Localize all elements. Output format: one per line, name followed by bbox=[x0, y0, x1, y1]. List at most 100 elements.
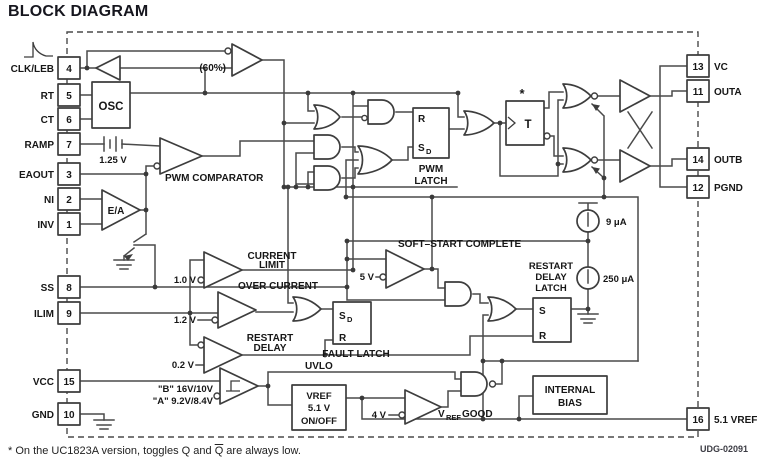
current-limit-label2: LIMIT bbox=[259, 260, 285, 271]
ss-ref-label: 5 V bbox=[360, 272, 375, 283]
ground-symbols bbox=[93, 259, 599, 430]
pin-number: 4 bbox=[66, 64, 72, 75]
or-gate-clock bbox=[313, 104, 341, 130]
pin-ilim: 9 ILIM bbox=[34, 301, 81, 325]
pin-number: 13 bbox=[692, 62, 704, 73]
pin-number: 12 bbox=[692, 183, 704, 194]
osc-label: OSC bbox=[99, 101, 124, 113]
uvlo-label: UVLO bbox=[305, 361, 333, 372]
current-source-9ua bbox=[576, 209, 600, 233]
pin-number: 6 bbox=[66, 115, 72, 126]
fault-latch-block: S D R FAULT LATCH bbox=[322, 301, 390, 360]
figure-id: UDG-02091 bbox=[700, 444, 748, 454]
error-amp-label: E/A bbox=[108, 206, 125, 217]
toggle-ff-note: * bbox=[519, 86, 525, 101]
pwm-latch-caption2: LATCH bbox=[414, 176, 447, 187]
wires-analog-left bbox=[79, 143, 348, 288]
discharge-current-label: 250 μA bbox=[603, 274, 634, 285]
pin-label: 5.1 VREF bbox=[714, 415, 757, 426]
pin-clk-leb: 4 CLK/LEB bbox=[11, 56, 81, 80]
nand-gate-vref-ok bbox=[460, 371, 488, 397]
restart-latch-caption3: LATCH bbox=[535, 283, 567, 294]
output-driver-a bbox=[619, 79, 651, 113]
fault-latch-s-sub: D bbox=[347, 315, 353, 324]
pin-label: RT bbox=[41, 91, 54, 102]
pin-outa: 11 OUTA bbox=[686, 79, 742, 103]
gates-and-amps bbox=[95, 43, 651, 425]
soft-start-comparator bbox=[385, 249, 425, 289]
footnote-q-overline: Q bbox=[214, 445, 224, 457]
vref-good-v: V bbox=[438, 409, 445, 420]
pin-number: 8 bbox=[66, 283, 72, 294]
pin-ramp: 7 RAMP bbox=[25, 132, 81, 156]
pin-number: 16 bbox=[692, 415, 704, 426]
footnote: * On the UC1823A version, toggles Q and … bbox=[8, 445, 301, 457]
pin-gnd: 10 GND bbox=[32, 402, 81, 426]
pin-number: 11 bbox=[693, 87, 704, 98]
over-current-label: OVER CURRENT bbox=[238, 281, 318, 292]
pin-vref: 16 5.1 VREF bbox=[686, 407, 757, 431]
toggle-flipflop-block: T * bbox=[505, 86, 545, 146]
clock-buffer bbox=[95, 55, 121, 81]
current-limit-label1: CURRENT bbox=[248, 251, 297, 262]
pwm-latch-caption1: PWM bbox=[419, 164, 443, 175]
duty-cycle-buffer bbox=[231, 43, 263, 77]
osc-block: OSC bbox=[91, 81, 131, 129]
uvlo-a-threshold: "A" 9.2V/8.4V bbox=[153, 396, 214, 407]
pin-number: 3 bbox=[66, 170, 72, 181]
or-gate-toggle bbox=[463, 110, 495, 136]
internal-bias-block: INTERNAL BIAS bbox=[532, 375, 608, 415]
uvlo-b-threshold: "B" 16V/10V bbox=[158, 384, 214, 395]
duty-cycle-label: (60%) bbox=[199, 63, 226, 74]
clock-waveform-icon bbox=[24, 41, 53, 58]
soft-start-complete-label: SOFT–START COMPLETE bbox=[398, 239, 521, 250]
ic-boundary bbox=[66, 31, 699, 438]
pin-number: 9 bbox=[66, 309, 72, 320]
pin-outb: 14 OUTB bbox=[686, 147, 742, 171]
nor-gate-outb bbox=[562, 147, 592, 173]
current-source-250ua bbox=[576, 266, 600, 290]
pin-number: 15 bbox=[63, 377, 75, 388]
pin-label: VC bbox=[714, 62, 728, 73]
pin-number: 7 bbox=[66, 140, 72, 151]
footnote-suffix: are always low. bbox=[223, 445, 301, 457]
fault-latch-s: S bbox=[339, 311, 346, 322]
pin-ni: 2 NI bbox=[44, 187, 81, 211]
pin-label: CT bbox=[41, 115, 54, 126]
or-gate-fault bbox=[292, 296, 322, 322]
pwm-latch-block: R S D PWM LATCH bbox=[412, 107, 450, 187]
restart-delay-comparator bbox=[203, 336, 243, 374]
restart-latch-r: R bbox=[539, 331, 547, 342]
vref-reg-line1: VREF bbox=[306, 391, 332, 402]
or-gate-restart bbox=[487, 296, 517, 322]
rd-ref-label: 0.2 V bbox=[172, 360, 195, 371]
internal-bias-line1: INTERNAL bbox=[545, 385, 596, 396]
restart-latch-s: S bbox=[539, 306, 546, 317]
pin-label: NI bbox=[44, 195, 54, 206]
pin-label: PGND bbox=[714, 183, 743, 194]
pin-label: OUTA bbox=[714, 87, 742, 98]
and-gate-pwm2 bbox=[313, 165, 341, 191]
left-pins: 4 CLK/LEB 5 RT 6 CT 7 RAMP 3 EAOUT bbox=[11, 56, 81, 426]
and-gate-reset bbox=[367, 99, 395, 125]
pwm-latch-s: S bbox=[418, 143, 425, 154]
restart-latch-caption1: RESTART bbox=[529, 261, 573, 272]
vref-reg-line3: ON/OFF bbox=[301, 416, 337, 427]
vref-regulator-block: VREF 5.1 V ON/OFF bbox=[291, 384, 347, 431]
vref-good-comparator bbox=[404, 389, 442, 425]
pin-ss: 8 SS bbox=[41, 275, 81, 299]
pin-number: 10 bbox=[63, 410, 75, 421]
pin-eaout: 3 EAOUT bbox=[19, 162, 81, 186]
osc-ref-label: 1.25 V bbox=[99, 155, 127, 166]
pwm-comparator bbox=[159, 137, 203, 175]
and-gate-pwm1 bbox=[313, 134, 341, 160]
pin-number: 1 bbox=[66, 220, 72, 231]
pin-number: 5 bbox=[66, 91, 72, 102]
pin-inv: 1 INV bbox=[37, 212, 81, 236]
vref-good-rest: GOOD bbox=[462, 409, 493, 420]
or-gate-set bbox=[357, 145, 393, 175]
fault-latch-r: R bbox=[339, 333, 347, 344]
pin-label: VCC bbox=[33, 377, 54, 388]
pin-number: 14 bbox=[692, 155, 704, 166]
